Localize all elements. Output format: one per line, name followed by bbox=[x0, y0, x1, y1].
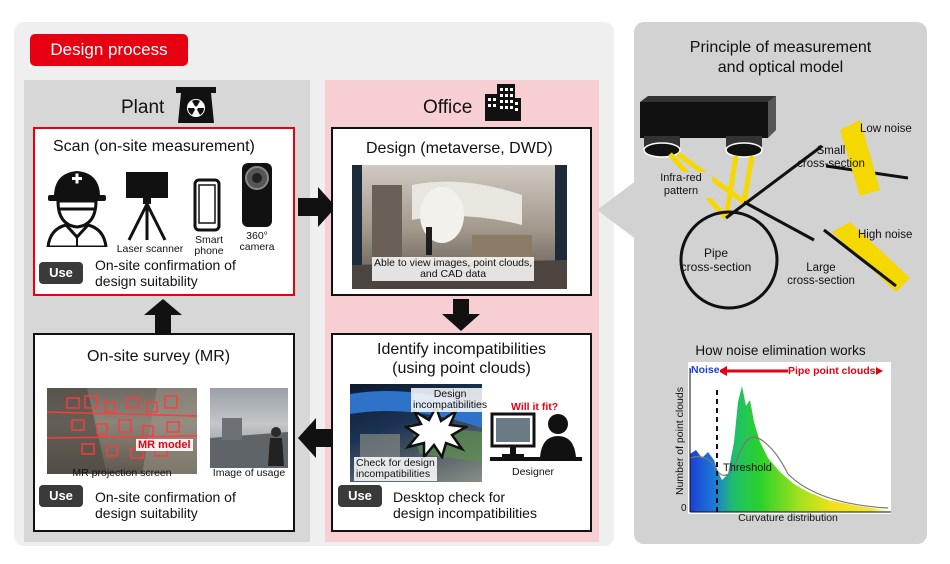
noise-chart-title: How noise elimination works bbox=[695, 343, 866, 358]
worker-helmet-icon bbox=[46, 171, 108, 247]
survey-title: On-site survey (MR) bbox=[87, 348, 231, 365]
pipe-label: Pipe cross-section bbox=[680, 246, 752, 274]
noise-label: Noise bbox=[691, 364, 720, 376]
image-of-usage-photo bbox=[210, 388, 288, 468]
y-axis-label: Number of point clouds bbox=[674, 387, 686, 495]
mr-projection-photo bbox=[47, 388, 197, 474]
survey-use-text: On-site confirmation of design suitabili… bbox=[95, 489, 236, 521]
x-axis-label: Curvature distribution bbox=[738, 512, 838, 524]
laser-scanner-label: Laser scanner bbox=[116, 243, 184, 255]
will-it-fit-label: Will it fit? bbox=[511, 401, 559, 413]
laser-scanner-icon bbox=[126, 172, 168, 241]
identify-title: Identify incompatibilities (using point … bbox=[377, 341, 546, 377]
noise-histogram bbox=[689, 368, 891, 513]
designer-icon bbox=[490, 412, 582, 461]
scan-use-badge: Use bbox=[39, 262, 83, 284]
plant-icon bbox=[176, 87, 216, 123]
check-label: Check for design incompatibilities bbox=[354, 457, 437, 481]
office-building-icon bbox=[485, 84, 521, 121]
threshold-label: Threshold bbox=[723, 462, 772, 474]
burst-label: Design incompatibilities bbox=[411, 388, 490, 412]
arrow-left-icon bbox=[298, 418, 334, 458]
y-tick-zero: 0 bbox=[681, 503, 687, 514]
arrow-right-icon bbox=[298, 187, 336, 227]
office-label: Office bbox=[423, 97, 473, 118]
survey-use-badge: Use bbox=[39, 485, 83, 507]
design-title: Design (metaverse, DWD) bbox=[366, 140, 553, 157]
design-caption: Able to view images, point clouds, and C… bbox=[372, 257, 535, 281]
low-noise-label: Low noise bbox=[860, 123, 912, 135]
mr-model-label: MR model bbox=[136, 439, 193, 451]
plant-label: Plant bbox=[121, 97, 165, 118]
design-process-badge: Design process bbox=[30, 34, 188, 66]
arrow-down-icon bbox=[442, 299, 480, 331]
image-of-usage-label: Image of usage bbox=[212, 467, 286, 479]
mr-projection-label: MR projection screen bbox=[72, 467, 172, 479]
designer-label: Designer bbox=[512, 466, 555, 478]
scan-use-text: On-site confirmation of design suitabili… bbox=[95, 257, 236, 289]
camera-360-icon bbox=[242, 163, 272, 227]
principle-title: Principle of measurement and optical mod… bbox=[689, 39, 872, 76]
large-cross-label: Large cross-section bbox=[787, 262, 855, 287]
panel-pointer bbox=[597, 180, 637, 240]
high-noise-label: High noise bbox=[858, 229, 913, 241]
identify-use-text: Desktop check for design incompatibiliti… bbox=[393, 489, 537, 521]
smartphone-label: Smart phone bbox=[194, 234, 224, 257]
pipe-cloud-label: Pipe point clouds bbox=[788, 365, 876, 377]
incompatibility-burst-icon bbox=[404, 405, 468, 459]
scan-title: Scan (on-site measurement) bbox=[53, 138, 255, 155]
identify-use-badge: Use bbox=[338, 485, 382, 507]
optical-model-diagram bbox=[640, 96, 910, 310]
arrow-up-icon bbox=[144, 299, 182, 333]
smartphone-icon bbox=[193, 178, 221, 232]
small-cross-label: Small cross-section bbox=[797, 145, 865, 170]
infrared-label: Infra-red pattern bbox=[650, 172, 712, 198]
camera-360-label: 360° camera bbox=[239, 230, 275, 253]
